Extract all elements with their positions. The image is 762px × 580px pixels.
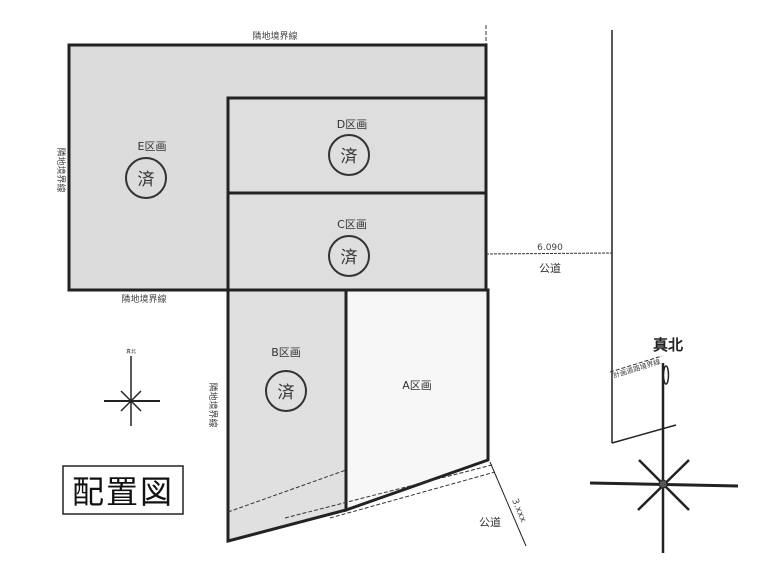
svg-text:済: 済 <box>278 383 295 403</box>
title-box: 配置図 <box>62 465 184 515</box>
svg-text:済: 済 <box>138 170 155 190</box>
lot-c-label: C区画 <box>337 218 367 231</box>
setback-lines <box>227 25 496 519</box>
south-road-label: 公道 <box>479 515 501 529</box>
east-road-width: 6.090 <box>537 243 563 253</box>
small-compass-icon <box>104 356 160 426</box>
south-road-width: 3.xxx <box>509 497 528 524</box>
lot-d-label: D区画 <box>337 118 367 131</box>
sold-stamp-d: 済 <box>328 134 370 176</box>
sold-stamp-c: 済 <box>328 235 370 277</box>
planned-road-boundary-label: 計画道路境界線 <box>612 357 661 380</box>
east-road: 6.090 公道 計画道路境界線 <box>485 30 677 444</box>
svg-text:済: 済 <box>341 248 358 268</box>
svg-text:済: 済 <box>341 147 358 167</box>
lot-a[interactable] <box>344 288 490 513</box>
north-compass-icon <box>589 363 739 553</box>
lot-b[interactable] <box>226 288 348 543</box>
lot-a-label: A区画 <box>402 379 432 392</box>
small-north-label: 真北 <box>126 348 136 355</box>
lot-b-label: B区画 <box>271 346 301 359</box>
boundary-label-left: 隣地境界線 <box>55 147 67 192</box>
east-road-label: 公道 <box>539 261 561 275</box>
lot-c[interactable] <box>226 191 488 292</box>
boundary-label-bottom-e: 隣地境界線 <box>121 293 166 305</box>
title: 配置図 <box>72 473 174 511</box>
lot-e-label: E区画 <box>138 140 167 153</box>
boundary-label-top: 隣地境界線 <box>252 30 297 42</box>
lot-d[interactable] <box>226 96 488 195</box>
sold-stamp-b: 済 <box>265 370 307 412</box>
boundary-label-left-b: 隣地境界線 <box>207 382 219 427</box>
true-north-label: 真北 <box>653 336 683 354</box>
sold-stamp-e: 済 <box>125 157 167 199</box>
south-road: 3.xxx 公道 <box>479 461 528 547</box>
